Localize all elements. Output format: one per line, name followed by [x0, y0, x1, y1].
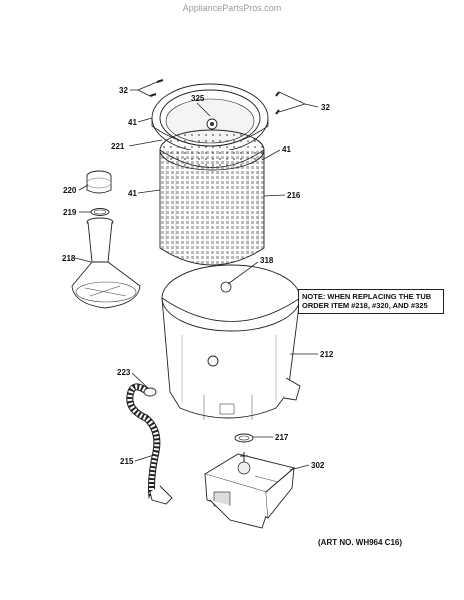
callout-41-basket-right: 41 — [282, 145, 291, 154]
callout-212: 212 — [320, 350, 334, 359]
callout-41-ring: 41 — [128, 118, 137, 127]
drain-hose — [126, 383, 173, 505]
callout-325: 325 — [191, 94, 205, 103]
callout-302: 302 — [311, 461, 325, 470]
replacement-note: NOTE: WHEN REPLACING THE TUB ORDER ITEM … — [298, 289, 444, 314]
callout-223: 223 — [117, 368, 131, 377]
callout-32-right: 32 — [321, 103, 330, 112]
outer-tub — [161, 264, 301, 420]
callout-220: 220 — [63, 186, 77, 195]
callout-318: 318 — [260, 256, 274, 265]
drive-motor-assembly — [203, 452, 295, 529]
callout-218: 218 — [62, 254, 76, 263]
callout-219: 219 — [63, 208, 77, 217]
hub-coupling — [86, 170, 112, 194]
watermark: AppliancePartsPros.com — [182, 3, 282, 13]
callout-41-basket-left: 41 — [128, 189, 137, 198]
callout-216: 216 — [287, 191, 301, 200]
tub-gasket — [234, 433, 254, 443]
wash-basket — [159, 129, 265, 266]
seal-ring — [90, 208, 110, 216]
callout-221: 221 — [111, 142, 125, 151]
art-number: (ART NO. WH964 C16) — [318, 538, 403, 547]
leader-lines — [74, 81, 319, 471]
callout-215: 215 — [120, 457, 134, 466]
screws — [149, 79, 280, 115]
callout-217: 217 — [275, 433, 289, 442]
agitator — [71, 217, 141, 309]
callout-32-left: 32 — [119, 86, 128, 95]
